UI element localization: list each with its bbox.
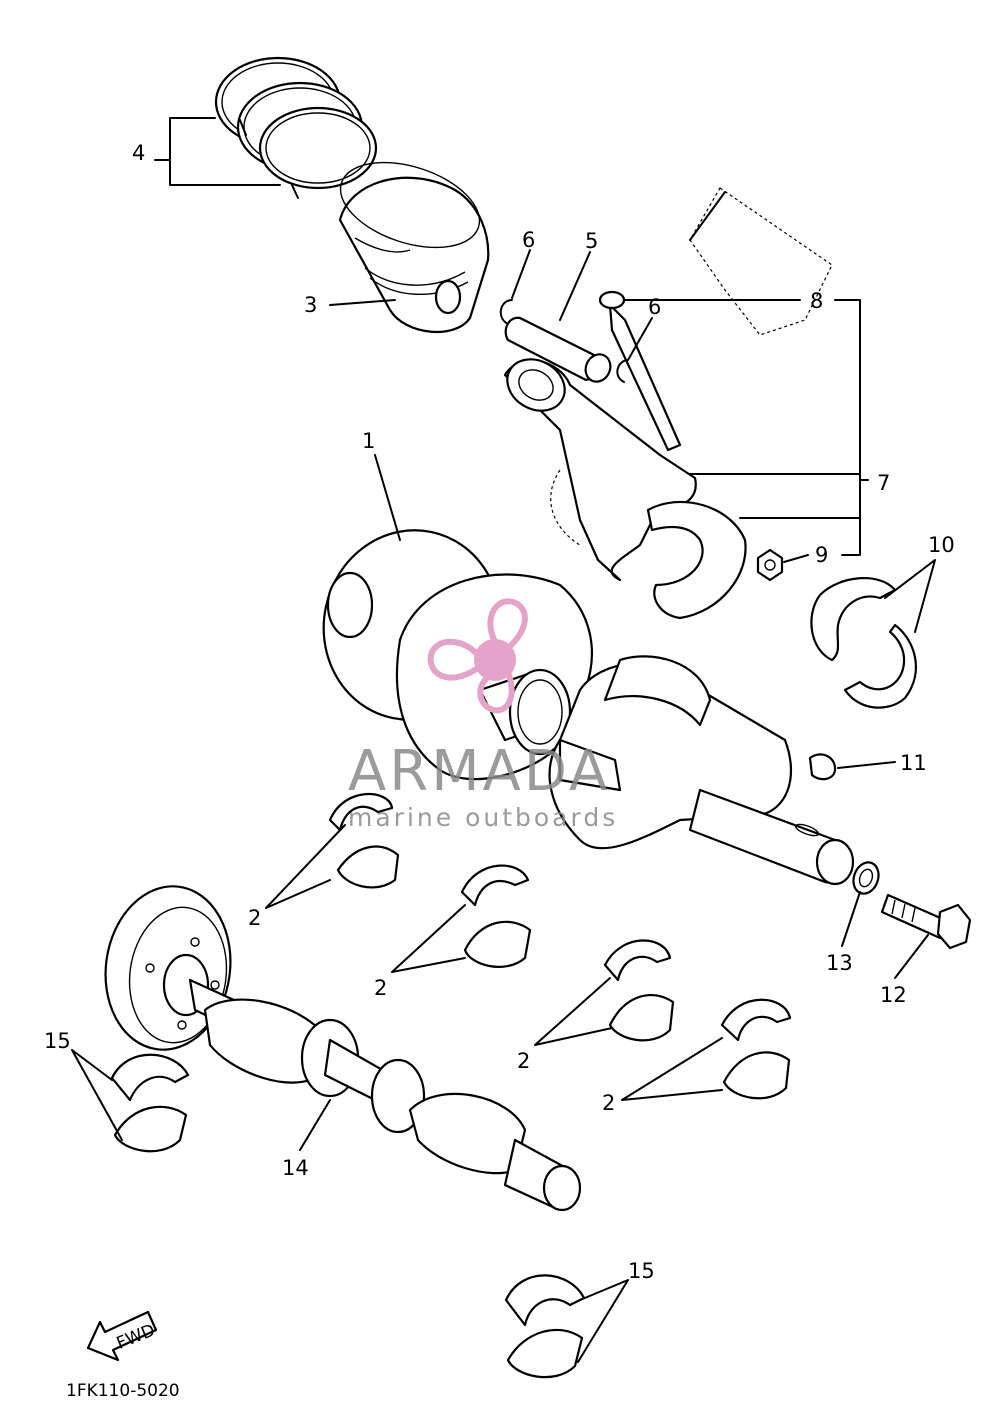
callout-8: 8 <box>810 289 823 313</box>
washer <box>852 861 880 895</box>
callout-10: 10 <box>928 533 955 557</box>
piston-rings <box>214 56 378 199</box>
callout-2-c: 2 <box>517 1049 530 1073</box>
callout-labels: 4 3 6 5 6 8 7 9 10 1 11 13 12 2 2 2 2 14… <box>44 141 955 1283</box>
callout-12: 12 <box>880 983 907 1007</box>
armada-watermark: ARMADA marine outboards <box>348 598 618 832</box>
main-bearing-pair-2 <box>460 864 532 968</box>
watermark-brand: ARMADA <box>348 739 610 804</box>
callout-1: 1 <box>362 429 375 453</box>
balancer-bearings-left <box>110 1053 190 1153</box>
rod-nut <box>756 548 784 582</box>
callout-7: 7 <box>877 471 890 495</box>
diagram-code: 1FK110-5020 <box>66 1381 180 1401</box>
callout-9: 9 <box>815 543 828 567</box>
woodruff-key <box>808 753 837 781</box>
main-bearing-pair-3 <box>603 939 675 1042</box>
callout-13: 13 <box>826 951 853 975</box>
crank-gear <box>508 668 572 756</box>
callout-11: 11 <box>900 751 927 775</box>
piston <box>338 161 490 334</box>
leader-lines <box>71 117 936 1363</box>
callout-2-a: 2 <box>248 906 261 930</box>
main-bearing-pair-4 <box>720 998 792 1100</box>
forward-arrow-icon: FWD <box>86 1310 158 1362</box>
balancer-shaft <box>104 885 582 1212</box>
callout-14: 14 <box>282 1156 309 1180</box>
balancer-bearings-bottom <box>504 1274 586 1379</box>
callout-2-d: 2 <box>602 1091 615 1115</box>
callout-6-left: 6 <box>522 228 535 252</box>
callout-6-right: 6 <box>648 295 661 319</box>
callout-15-left: 15 <box>44 1029 71 1053</box>
connecting-rod <box>503 187 833 620</box>
callout-3: 3 <box>304 293 317 317</box>
propeller-logo-icon <box>427 598 528 714</box>
watermark-tagline: marine outboards <box>348 803 618 832</box>
callout-5: 5 <box>585 229 598 253</box>
main-bearing-pair-1 <box>328 792 400 889</box>
bolt <box>880 893 972 950</box>
piston-pin <box>504 316 612 383</box>
callout-4: 4 <box>132 141 145 165</box>
rod-bearings <box>810 577 917 709</box>
callout-2-b: 2 <box>374 976 387 1000</box>
callout-15-bottom: 15 <box>628 1259 655 1283</box>
